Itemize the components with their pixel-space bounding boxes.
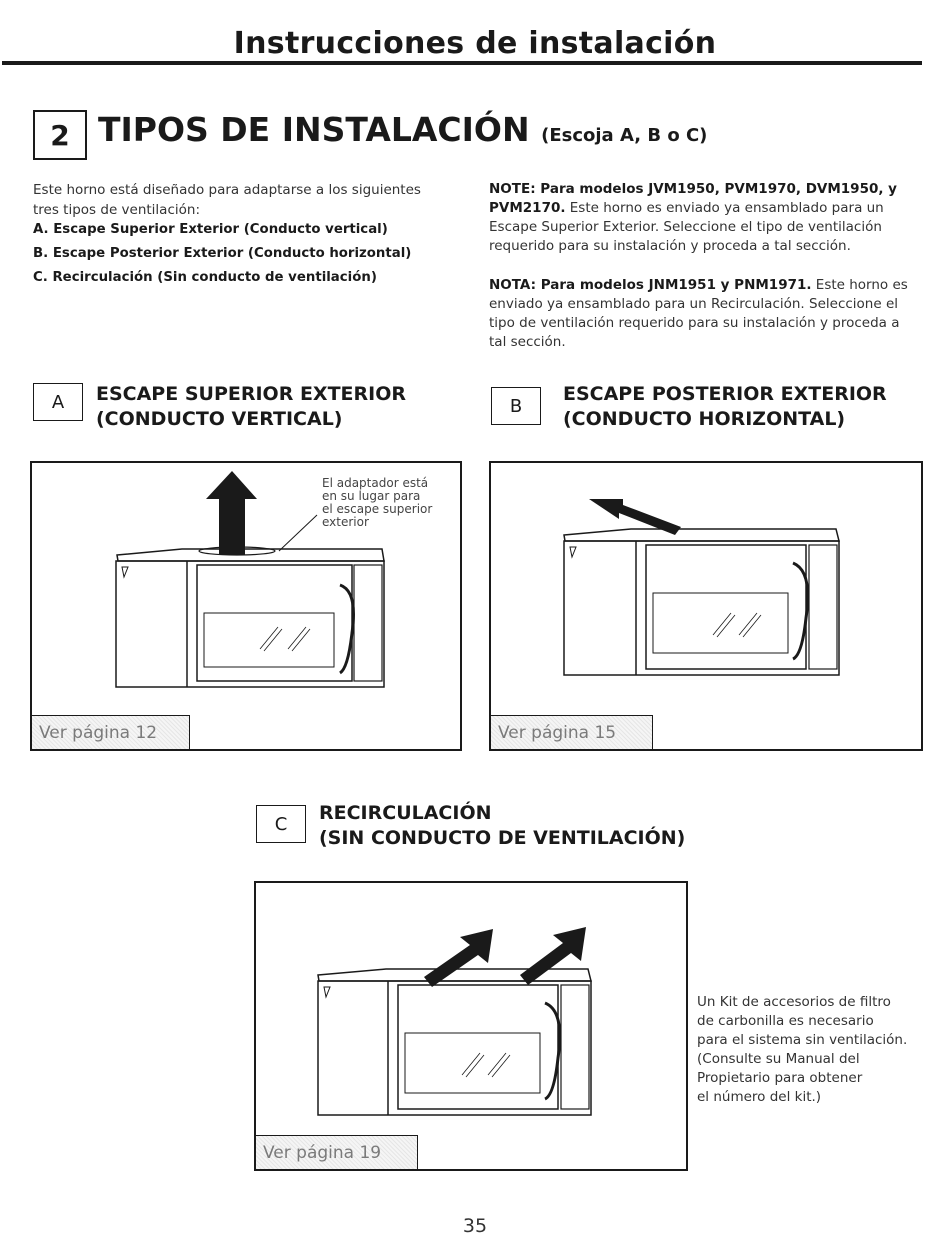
section-c-title-line2: (SIN CONDUCTO DE VENTILACIÓN) [319, 827, 686, 849]
option-b: B. Escape Posterior Exterior (Conducto h… [33, 246, 412, 261]
page-number: 35 [462, 1215, 488, 1237]
option-a: A. Escape Superior Exterior (Conducto ve… [33, 222, 388, 237]
section-c-title-line1: RECIRCULACIÓN [319, 802, 492, 824]
step-number-box: 2 [33, 110, 87, 160]
recirculation-arrow-icon [520, 927, 586, 985]
note-label: NOTA: Para modelos JNM1951 y PNM1971. [489, 277, 812, 293]
section-b-letter-box: B [491, 387, 541, 425]
step-title: TIPOS DE INSTALACIÓN (Escoja A, B o C) [98, 110, 707, 149]
page-header-title: Instrucciones de instalación [233, 26, 717, 61]
note-label: NOTE: Para modelos JVM1950, PVM1970, DVM… [489, 181, 897, 216]
recirculation-arrow-icon [424, 929, 493, 987]
note-models-exterior: NOTE: Para modelos JVM1950, PVM1970, DVM… [489, 180, 919, 256]
up-arrow-icon [206, 471, 257, 555]
section-c-side-note: Un Kit de accesorios de filtro de carbon… [697, 994, 908, 1105]
note-models-recirculation: NOTA: Para modelos JNM1951 y PNM1971. Es… [489, 276, 919, 352]
microwave-rear-exhaust-drawing [563, 499, 840, 676]
section-a-illustration: El adaptador está en su lugar para el es… [30, 461, 462, 751]
section-a-title-line1: ESCAPE SUPERIOR EXTERIOR [96, 383, 406, 405]
section-c-title: RECIRCULACIÓN (SIN CONDUCTO DE VENTILACI… [319, 801, 685, 851]
section-c-letter-box: C [256, 805, 306, 843]
section-a-letter-box: A [33, 383, 83, 421]
section-a-callout: El adaptador está en su lugar para el es… [322, 476, 433, 529]
note-text: Este horno es enviado ya ensamblado para… [489, 200, 884, 254]
microwave-recirculation-drawing [317, 927, 592, 1116]
note-text: Este horno es enviado ya ensamblado para… [489, 277, 908, 350]
section-b-title-line1: ESCAPE POSTERIOR EXTERIOR [563, 383, 887, 405]
intro-text: Este horno está diseñado para adaptarse … [33, 182, 421, 218]
section-b-title-line2: (CONDUCTO HORIZONTAL) [563, 408, 846, 430]
section-a-title: ESCAPE SUPERIOR EXTERIOR (CONDUCTO VERTI… [96, 382, 406, 432]
section-a-title-line2: (CONDUCTO VERTICAL) [96, 408, 343, 430]
rear-arrow-icon [589, 499, 681, 535]
section-b-illustration: Ver página 15 [489, 461, 923, 751]
step-title-text: TIPOS DE INSTALACIÓN [98, 110, 530, 149]
section-a-see-page: Ver página 12 [32, 715, 190, 749]
option-c: C. Recirculación (Sin conducto de ventil… [33, 270, 377, 285]
section-b-see-page: Ver página 15 [491, 715, 653, 749]
section-c-illustration: Ver página 19 [254, 881, 688, 1171]
section-c-see-page: Ver página 19 [256, 1135, 418, 1169]
header-rule [2, 61, 922, 65]
section-b-title: ESCAPE POSTERIOR EXTERIOR (CONDUCTO HORI… [563, 382, 887, 432]
microwave-top-exhaust-drawing [115, 471, 385, 688]
step-subtitle: (Escoja A, B o C) [541, 125, 708, 146]
